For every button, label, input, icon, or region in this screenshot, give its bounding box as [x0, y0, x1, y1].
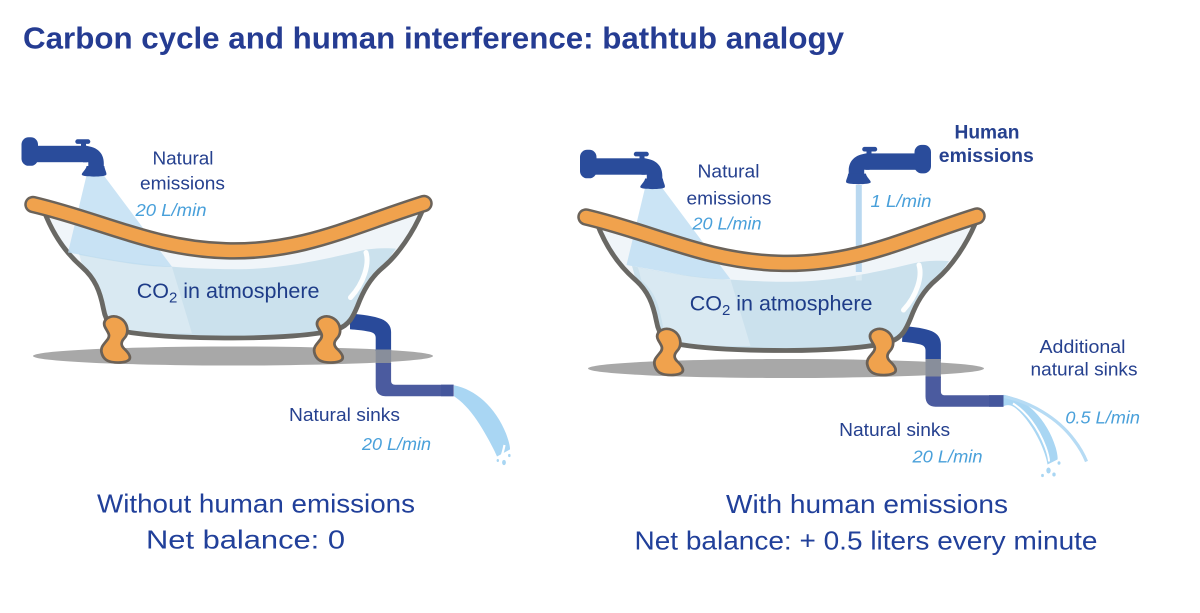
- svg-text:20 L/min: 20 L/min: [691, 214, 761, 234]
- svg-text:emissions: emissions: [140, 174, 225, 194]
- svg-text:1 L/min: 1 L/min: [871, 191, 932, 211]
- svg-text:20 L/min: 20 L/min: [361, 434, 431, 454]
- svg-text:CO2 in atmosphere: CO2 in atmosphere: [690, 291, 873, 319]
- svg-text:emissions: emissions: [687, 189, 772, 209]
- svg-text:With human emissions: With human emissions: [726, 489, 1008, 519]
- svg-text:Natural: Natural: [698, 161, 760, 181]
- svg-text:0.5 L/min: 0.5 L/min: [1065, 407, 1140, 427]
- svg-text:Human: Human: [955, 123, 1020, 144]
- svg-text:Natural sinks: Natural sinks: [839, 420, 950, 440]
- svg-text:emissions: emissions: [939, 146, 1034, 167]
- svg-text:Carbon cycle and human interfe: Carbon cycle and human interference: bat…: [23, 21, 845, 56]
- svg-text:Natural sinks: Natural sinks: [289, 405, 400, 425]
- svg-text:20 L/min: 20 L/min: [911, 447, 982, 467]
- svg-text:Net balance: 0: Net balance: 0: [146, 525, 345, 555]
- svg-text:20 L/min: 20 L/min: [134, 200, 206, 220]
- svg-text:Additional: Additional: [1040, 337, 1126, 357]
- svg-text:natural sinks: natural sinks: [1031, 360, 1138, 380]
- svg-text:Without human emissions: Without human emissions: [97, 489, 415, 519]
- svg-text:CO2 in atmosphere: CO2 in atmosphere: [137, 279, 320, 307]
- svg-text:Natural: Natural: [153, 148, 214, 168]
- svg-text:Net balance: + 0.5 liters ever: Net balance: + 0.5 liters every minute: [635, 526, 1098, 556]
